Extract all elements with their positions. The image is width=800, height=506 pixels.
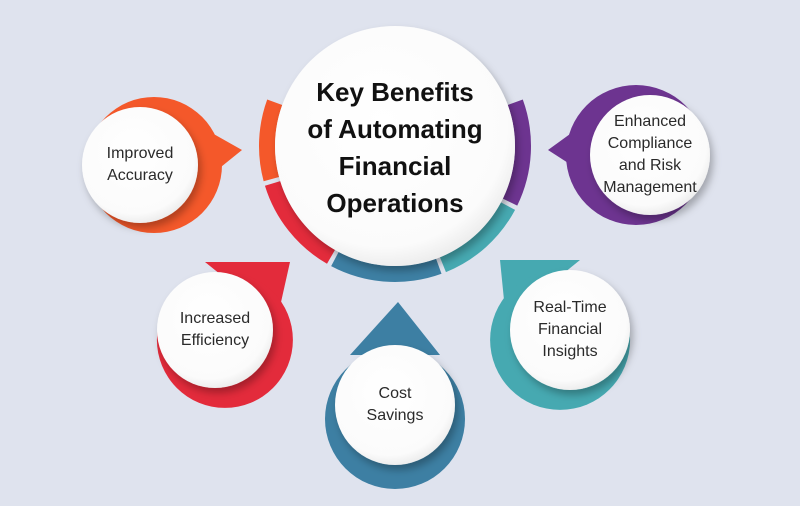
benefit-bubbles — [82, 85, 710, 489]
bubble-white-circle — [510, 270, 630, 390]
bubble-white-circle — [335, 345, 455, 465]
ring-segment-cost-savings — [331, 251, 442, 282]
center-ring — [259, 99, 531, 282]
ring-segment-increased-efficiency — [264, 181, 335, 264]
bubble-pointer — [350, 302, 440, 355]
center-circle — [275, 26, 515, 266]
benefit-enhanced-compliance — [548, 85, 710, 225]
bubble-white-circle — [590, 95, 710, 215]
benefit-improved-accuracy — [82, 97, 242, 233]
ring-segment-enhanced-compliance — [502, 99, 531, 206]
bubble-white-circle — [82, 107, 198, 223]
benefit-real-time-financial-insights — [490, 260, 631, 410]
benefit-increased-efficiency — [156, 262, 293, 408]
ring-segment-improved-accuracy — [259, 99, 283, 182]
benefit-cost-savings — [325, 302, 465, 489]
ring-segment-real-time-financial-insights — [439, 202, 516, 273]
bubble-white-circle — [157, 272, 273, 388]
